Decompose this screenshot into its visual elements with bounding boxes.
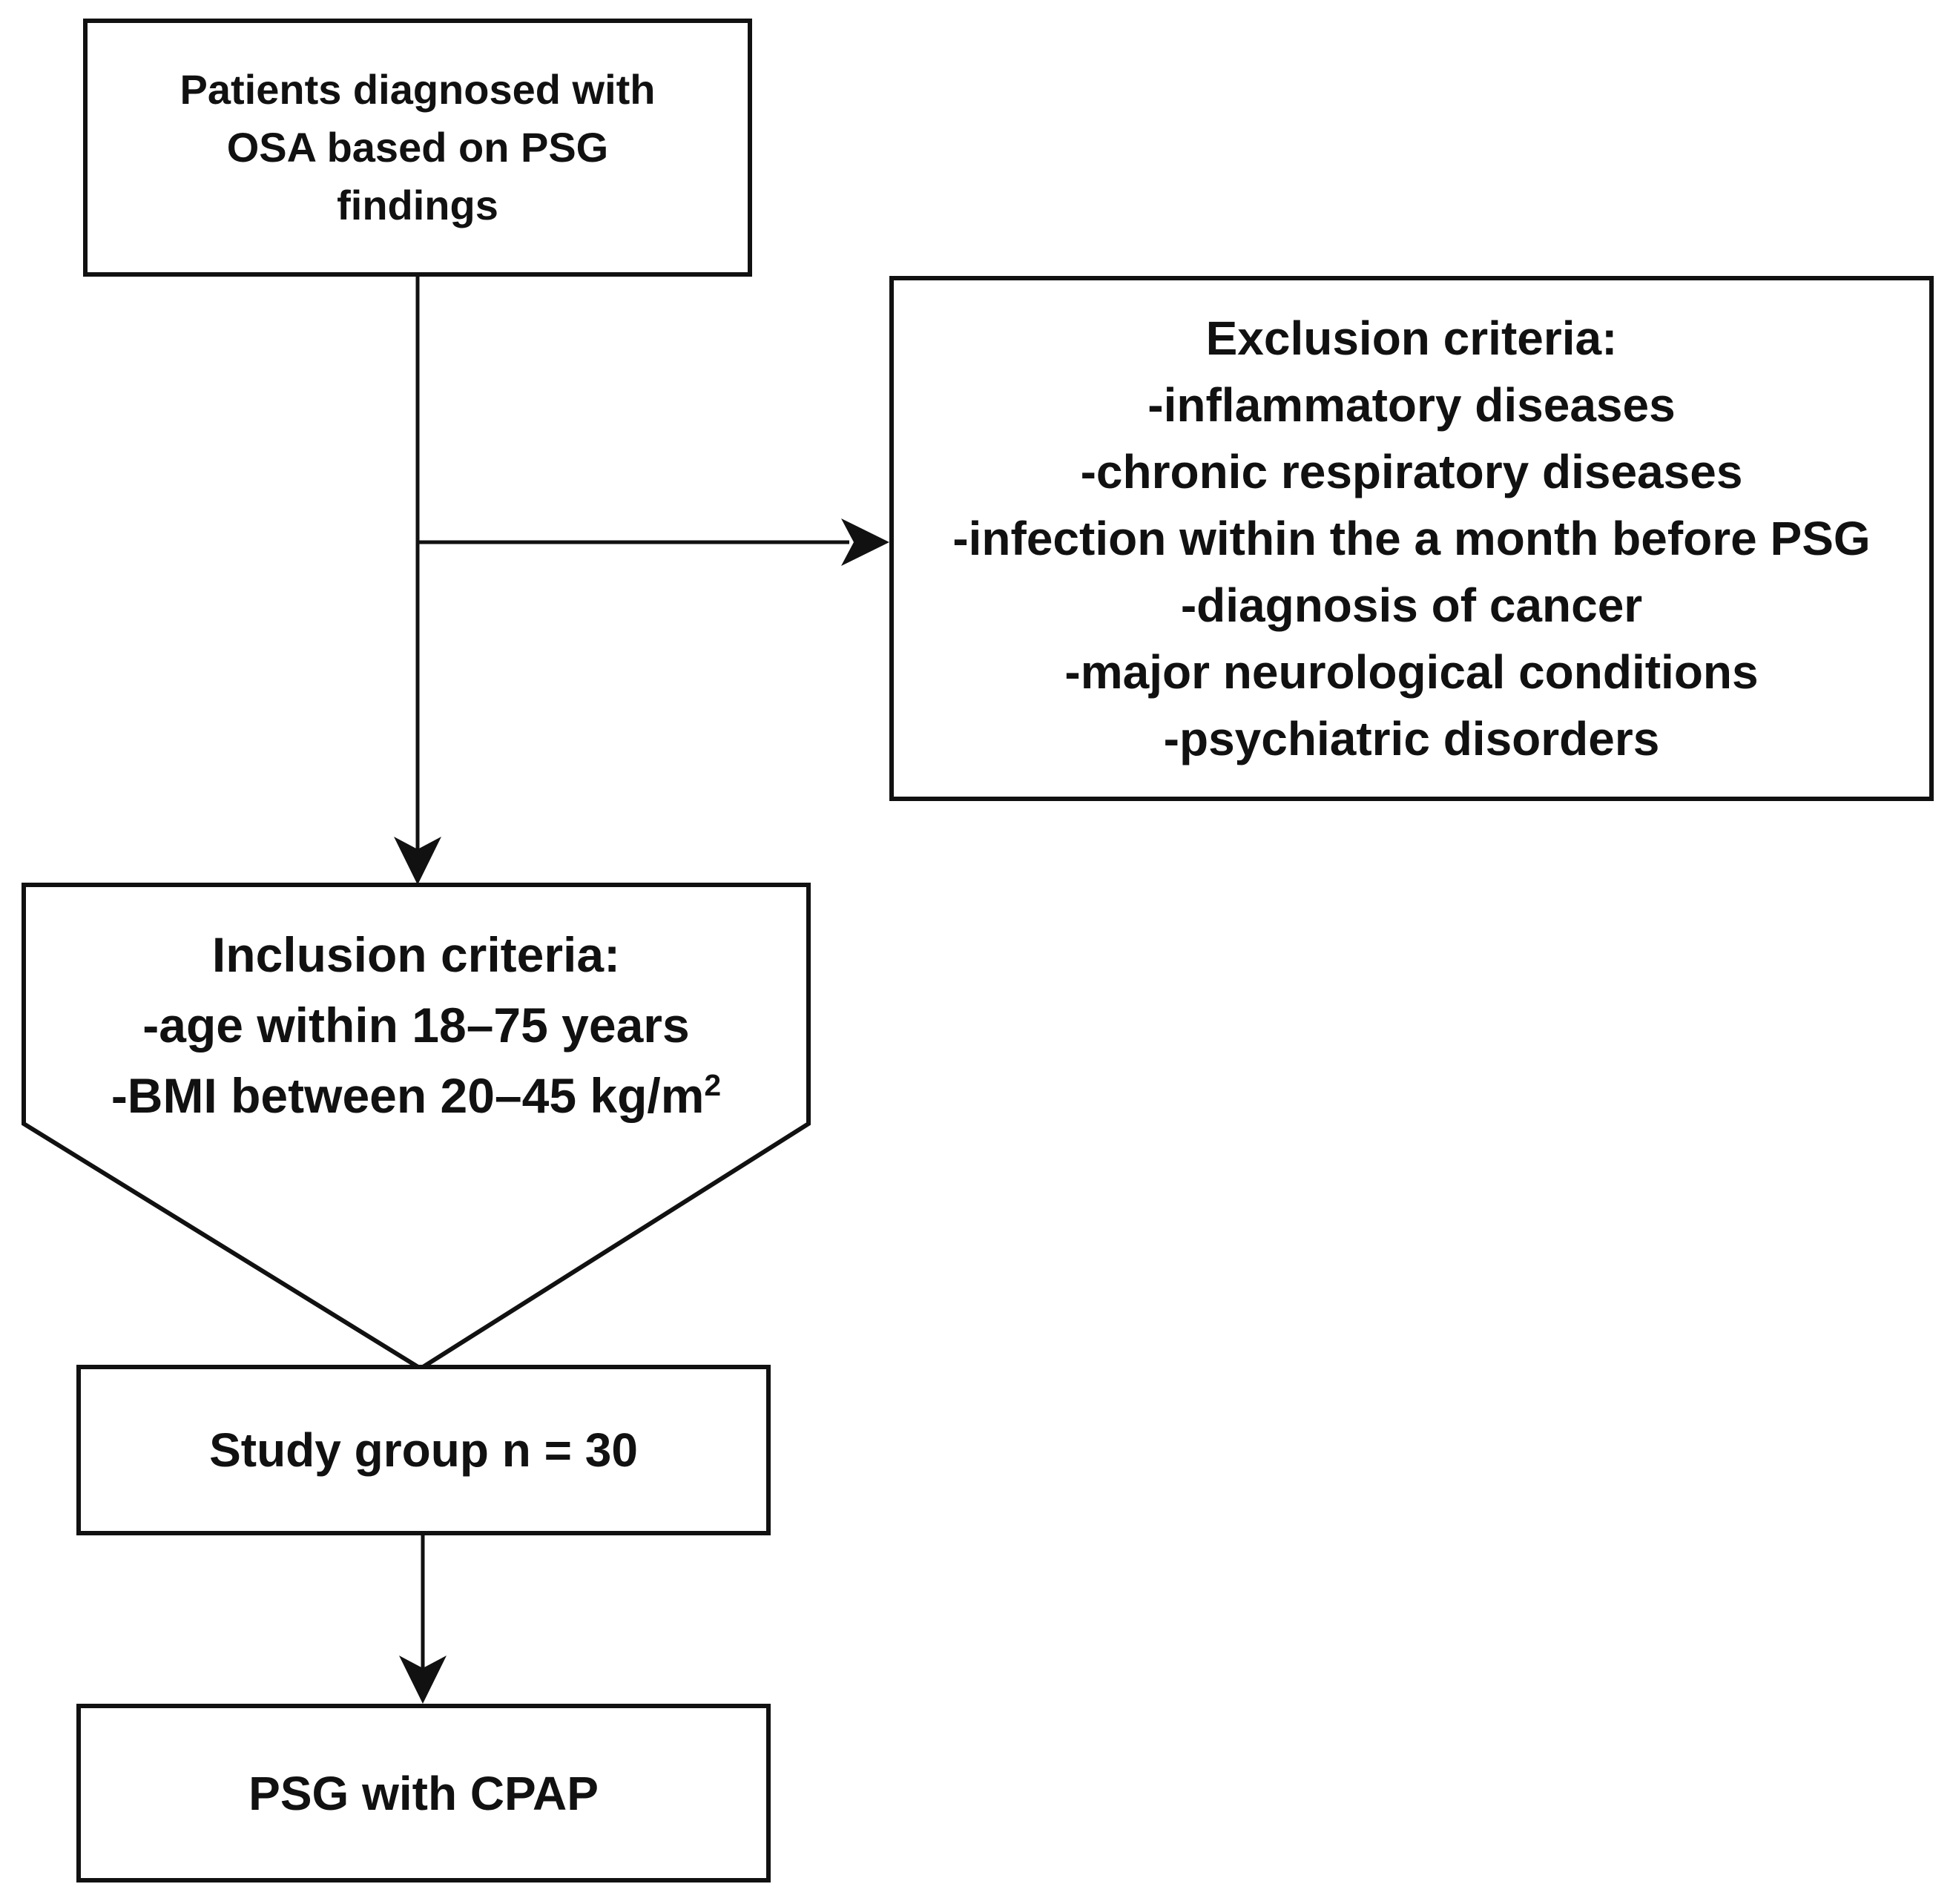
patients-line: OSA based on PSG: [226, 124, 609, 171]
exclusion-item: -diagnosis of cancer: [1180, 579, 1643, 632]
arrowhead-down-psg: [399, 1656, 447, 1704]
exclusion-node: Exclusion criteria: -inflammatory diseas…: [889, 276, 1934, 801]
inclusion-node: Inclusion criteria: -age within 18–75 ye…: [24, 920, 808, 1131]
inclusion-item: -BMI between 20–45 kg/m2: [24, 1061, 808, 1131]
exclusion-item: -psychiatric disorders: [1163, 712, 1660, 765]
exclusion-item: -inflammatory diseases: [1147, 378, 1676, 432]
psg-cpap-label: PSG with CPAP: [248, 1766, 599, 1820]
psg-cpap-node: PSG with CPAP: [76, 1704, 771, 1882]
study-group-node: Study group n = 30: [76, 1365, 771, 1535]
inclusion-pentagon-shape: [22, 883, 811, 1371]
inclusion-title: Inclusion criteria:: [211, 927, 621, 982]
patients-node: Patients diagnosed with OSA based on PSG…: [83, 19, 752, 277]
exclusion-title: Exclusion criteria:: [1205, 312, 1618, 365]
arrowhead-right-exclusion: [841, 518, 889, 566]
patients-line: Patients diagnosed with: [180, 66, 656, 113]
inclusion-item-text: -age within 18–75 years: [142, 998, 690, 1053]
study-group-label: Study group n = 30: [209, 1423, 638, 1477]
exclusion-item: -major neurological conditions: [1064, 645, 1759, 699]
exclusion-item: -infection within the a month before PSG: [952, 512, 1871, 565]
inclusion-item-sup: 2: [704, 1068, 722, 1102]
arrowhead-down-inclusion: [394, 837, 441, 885]
exclusion-item: -chronic respiratory diseases: [1080, 445, 1743, 498]
patients-line: findings: [337, 182, 498, 228]
inclusion-item: -age within 18–75 years: [24, 990, 808, 1061]
inclusion-item-text: -BMI between 20–45 kg/m: [111, 1068, 705, 1123]
